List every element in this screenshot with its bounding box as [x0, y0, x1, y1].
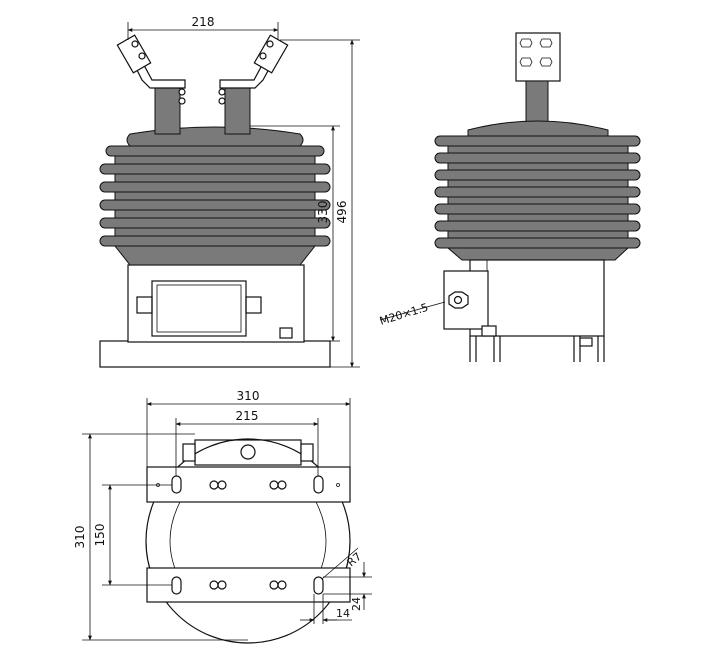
- bottom-view: 310 215 310 150 R7 14 24: [73, 389, 372, 644]
- bottom-mounting-bar-bottom: [146, 567, 351, 603]
- front-box-body: [127, 264, 305, 343]
- dim-bottom-slot-spacing: 150: [93, 524, 107, 547]
- slot-top-right: [313, 475, 324, 494]
- front-bushing-right: [224, 87, 251, 135]
- slot-bottom-left: [171, 576, 182, 595]
- side-thread-label: M20×1.5: [378, 301, 430, 328]
- dim-bottom-depth: 310: [73, 526, 87, 549]
- dim-front-width: 218: [192, 15, 215, 29]
- front-bushing-left: [154, 87, 181, 135]
- dim-bottom-slot-length: 24: [350, 597, 363, 611]
- side-gland-nut: [448, 291, 469, 309]
- front-view: 218 330 496: [99, 15, 360, 368]
- front-ground-terminal: [279, 327, 293, 339]
- bottom-terminal-block: [194, 439, 302, 466]
- dim-front-total-height: 496: [335, 201, 349, 224]
- front-terminal-box-inner: [156, 284, 242, 333]
- side-terminal-block: [515, 32, 561, 82]
- side-view: M20×1.5: [378, 32, 641, 362]
- front-cable-gland-right: [245, 296, 262, 314]
- side-body: [469, 259, 605, 337]
- side-insulator-sheds: [434, 120, 641, 261]
- bottom-round-body: [145, 438, 351, 644]
- dim-bottom-base-width: 310: [237, 389, 260, 403]
- front-insulator-sheds: [99, 126, 331, 266]
- slot-top-left: [171, 475, 182, 494]
- front-cable-gland-left: [136, 296, 153, 314]
- dim-bottom-slot-width: 14: [336, 607, 350, 620]
- dim-bottom-hole-spacing: 215: [236, 409, 259, 423]
- dim-bottom-radius: R7: [345, 550, 365, 569]
- front-terminal-left: [129, 53, 186, 89]
- side-bushing: [525, 80, 549, 124]
- dim-front-shed-height: 330: [316, 201, 330, 224]
- front-base-plate: [99, 340, 331, 368]
- bottom-mounting-bar-top: [146, 466, 351, 503]
- slot-bottom-right: [313, 576, 324, 595]
